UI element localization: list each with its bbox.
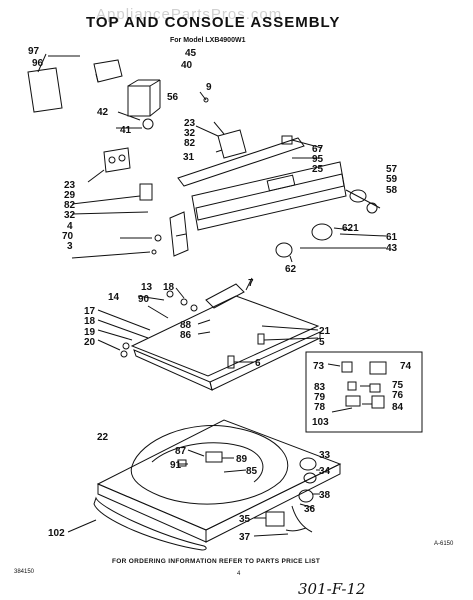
label-96: 96 xyxy=(32,58,44,69)
tub-ring xyxy=(93,496,207,551)
label-89: 89 xyxy=(236,454,248,465)
label-25: 25 xyxy=(312,164,324,175)
console-parts xyxy=(27,53,387,263)
label-43: 43 xyxy=(386,243,398,254)
washer-top xyxy=(67,419,342,551)
label-45: 45 xyxy=(185,48,197,59)
pump-assembly xyxy=(265,511,285,527)
label-621: 621 xyxy=(342,223,359,234)
label-17: 17 xyxy=(84,306,96,317)
label-22: 22 xyxy=(97,432,109,443)
handwritten-note: 301-F-12 xyxy=(298,580,366,598)
label-73: 73 xyxy=(313,361,325,372)
inset-box xyxy=(305,351,423,433)
label-18-mid: 18 xyxy=(84,316,96,327)
label-86: 86 xyxy=(180,330,192,341)
label-67: 67 xyxy=(312,144,324,155)
label-33: 33 xyxy=(319,450,331,461)
timer-housing xyxy=(127,85,151,117)
label-82-left: 82 xyxy=(64,200,76,211)
label-19: 19 xyxy=(84,327,96,338)
label-83: 83 xyxy=(314,382,326,393)
label-14: 14 xyxy=(108,292,120,303)
label-3: 3 xyxy=(67,241,73,252)
figure-code: A-6150 xyxy=(434,541,454,547)
label-59: 59 xyxy=(386,174,398,185)
page-title: TOP AND CONSOLE ASSEMBLY xyxy=(86,14,341,31)
label-91: 91 xyxy=(170,460,182,471)
label-75: 75 xyxy=(392,380,404,391)
label-84: 84 xyxy=(392,402,404,413)
label-97: 97 xyxy=(28,46,40,57)
label-88: 88 xyxy=(180,320,192,331)
label-41: 41 xyxy=(120,125,132,136)
label-36: 36 xyxy=(304,504,316,515)
label-7: 7 xyxy=(248,278,254,289)
label-74: 74 xyxy=(400,361,412,372)
lid-panel xyxy=(130,295,320,377)
label-95: 95 xyxy=(312,154,324,165)
label-85: 85 xyxy=(246,466,258,477)
console-panel xyxy=(191,161,347,231)
label-76: 76 xyxy=(392,390,404,401)
label-87: 87 xyxy=(175,446,187,457)
switch-block xyxy=(217,129,247,159)
ordering-note: FOR ORDERING INFORMATION REFER TO PARTS … xyxy=(112,558,321,565)
console-bracket xyxy=(93,59,123,83)
label-6: 6 xyxy=(255,358,261,369)
label-37: 37 xyxy=(239,532,251,543)
label-58: 58 xyxy=(386,185,398,196)
label-62: 62 xyxy=(285,264,297,275)
label-31: 31 xyxy=(183,152,195,163)
model-subtitle: For Model LXB4900W1 xyxy=(170,37,246,44)
label-20: 20 xyxy=(84,337,96,348)
label-40: 40 xyxy=(181,60,193,71)
label-38: 38 xyxy=(319,490,331,501)
label-56: 56 xyxy=(167,92,179,103)
label-79: 79 xyxy=(314,392,326,403)
label-42: 42 xyxy=(97,107,109,118)
document-code: 384150 xyxy=(14,569,35,575)
top-frame-parts xyxy=(97,277,321,391)
label-23-left: 23 xyxy=(64,180,76,191)
label-35: 35 xyxy=(239,514,251,525)
label-34: 34 xyxy=(319,466,331,477)
label-32-top: 32 xyxy=(184,128,196,139)
label-102: 102 xyxy=(48,528,65,539)
label-82-top: 82 xyxy=(184,138,196,149)
label-9: 9 xyxy=(206,82,212,93)
label-70: 70 xyxy=(62,231,74,242)
label-21: 21 xyxy=(319,326,331,337)
inset-frame xyxy=(305,351,423,433)
label-78: 78 xyxy=(314,402,326,413)
page-number: 4 xyxy=(237,571,241,577)
label-4: 4 xyxy=(67,221,73,232)
label-90: 90 xyxy=(138,294,150,305)
cover-plate xyxy=(27,67,63,113)
tub-opening xyxy=(130,425,289,505)
label-32-left: 32 xyxy=(64,210,76,221)
label-18-top: 18 xyxy=(163,282,175,293)
label-29: 29 xyxy=(64,190,76,201)
label-103: 103 xyxy=(312,417,329,428)
label-61: 61 xyxy=(386,232,398,243)
label-23-top: 23 xyxy=(184,118,196,129)
label-13: 13 xyxy=(141,282,153,293)
label-57: 57 xyxy=(386,164,398,175)
label-5: 5 xyxy=(319,337,325,348)
watermark: AppliancePartsPros.com xyxy=(96,6,283,23)
